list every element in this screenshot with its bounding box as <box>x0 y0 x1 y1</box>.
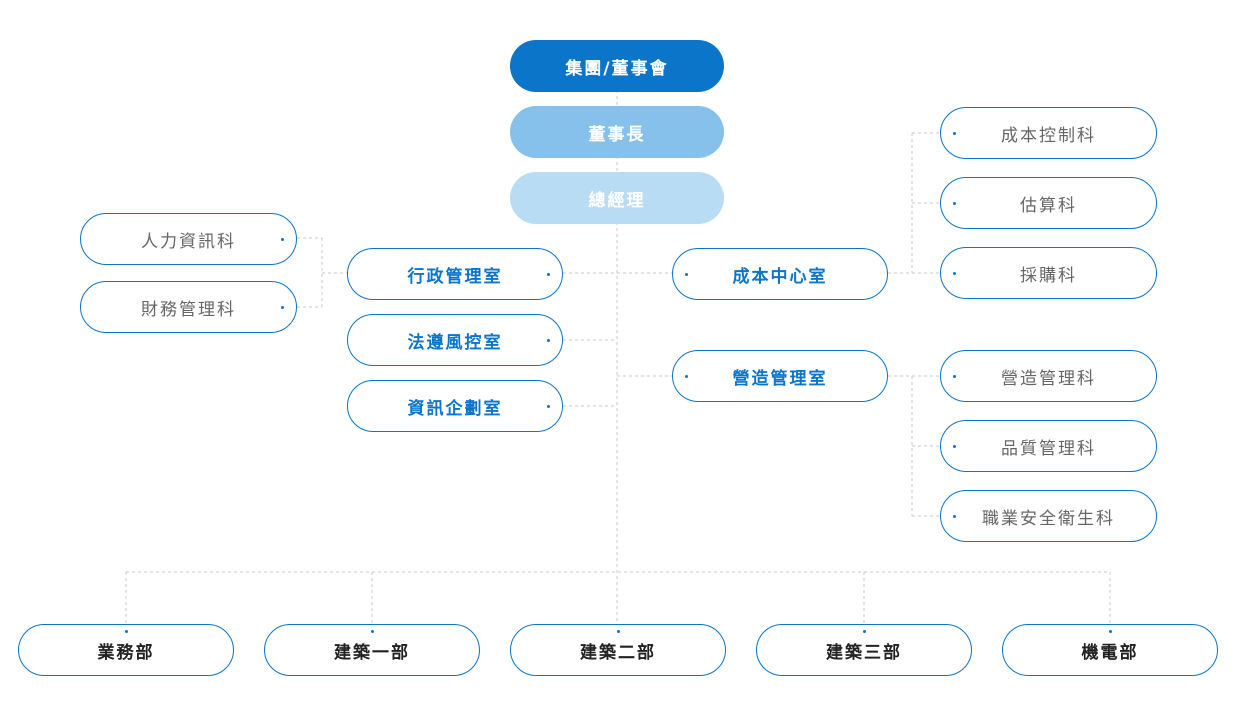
build3-dept-node: 建築三部 <box>756 624 972 676</box>
sales-dept-node: 業務部 <box>18 624 234 676</box>
cost-center-office-label: 成本中心室 <box>732 266 828 287</box>
connector-dot <box>1108 630 1112 633</box>
connector-dot <box>547 272 550 276</box>
connector-dot <box>953 374 956 378</box>
mech-dept-node: 機電部 <box>1002 624 1218 676</box>
group-board-label: 集團/董事會 <box>565 58 669 79</box>
build3-dept-label: 建築三部 <box>826 642 902 663</box>
connector-dot <box>953 201 956 205</box>
connector-dot <box>547 338 550 342</box>
chairman-node: 董事長 <box>510 106 724 158</box>
connector-dot <box>953 514 956 518</box>
sales-dept-label: 業務部 <box>97 642 155 663</box>
connector-dot <box>862 630 866 633</box>
quality-section-node: 品質管理科 <box>940 420 1157 472</box>
connector-dot <box>953 131 956 135</box>
it-office-label: 資訊企劃室 <box>407 398 503 419</box>
mech-dept-label: 機電部 <box>1081 642 1139 663</box>
cost-control-section-label: 成本控制科 <box>1001 125 1096 146</box>
hr-section-node: 人力資訊科 <box>80 213 297 265</box>
legal-office-label: 法遵風控室 <box>407 332 503 353</box>
it-office-node: 資訊企劃室 <box>347 380 563 432</box>
safety-section-node: 職業安全衛生科 <box>940 490 1157 542</box>
connector-dot <box>281 305 284 309</box>
general-manager-label: 總經理 <box>588 190 646 211</box>
purchasing-section-label: 採購科 <box>1020 265 1077 286</box>
connector-dot <box>953 271 956 275</box>
cost-center-office-node: 成本中心室 <box>672 248 888 300</box>
connector-dot <box>685 272 688 276</box>
chairman-label: 董事長 <box>588 124 646 145</box>
construction-mgmt-section-node: 營造管理科 <box>940 350 1157 402</box>
connector-dot <box>124 630 128 633</box>
connector-dot <box>370 630 374 633</box>
build1-dept-label: 建築一部 <box>334 642 410 663</box>
construction-office-node: 營造管理室 <box>672 350 888 402</box>
build2-dept-node: 建築二部 <box>510 624 726 676</box>
group-board-node: 集團/董事會 <box>510 40 724 92</box>
build1-dept-node: 建築一部 <box>264 624 480 676</box>
connector-dot <box>685 374 688 378</box>
connector-dot <box>616 630 620 633</box>
finance-section-node: 財務管理科 <box>80 281 297 333</box>
finance-section-label: 財務管理科 <box>141 299 236 320</box>
build2-dept-label: 建築二部 <box>580 642 656 663</box>
estimate-section-node: 估算科 <box>940 177 1157 229</box>
estimate-section-label: 估算科 <box>1020 195 1077 216</box>
connector-dot <box>281 237 284 241</box>
admin-office-label: 行政管理室 <box>407 266 503 287</box>
hr-section-label: 人力資訊科 <box>141 231 236 252</box>
admin-office-node: 行政管理室 <box>347 248 563 300</box>
general-manager-node: 總經理 <box>510 172 724 224</box>
quality-section-label: 品質管理科 <box>1001 438 1096 459</box>
construction-mgmt-section-label: 營造管理科 <box>1001 368 1096 389</box>
purchasing-section-node: 採購科 <box>940 247 1157 299</box>
construction-office-label: 營造管理室 <box>732 368 828 389</box>
connector-dot <box>953 444 956 448</box>
cost-control-section-node: 成本控制科 <box>940 107 1157 159</box>
safety-section-label: 職業安全衛生科 <box>982 508 1115 529</box>
legal-office-node: 法遵風控室 <box>347 314 563 366</box>
connector-dot <box>547 404 550 408</box>
